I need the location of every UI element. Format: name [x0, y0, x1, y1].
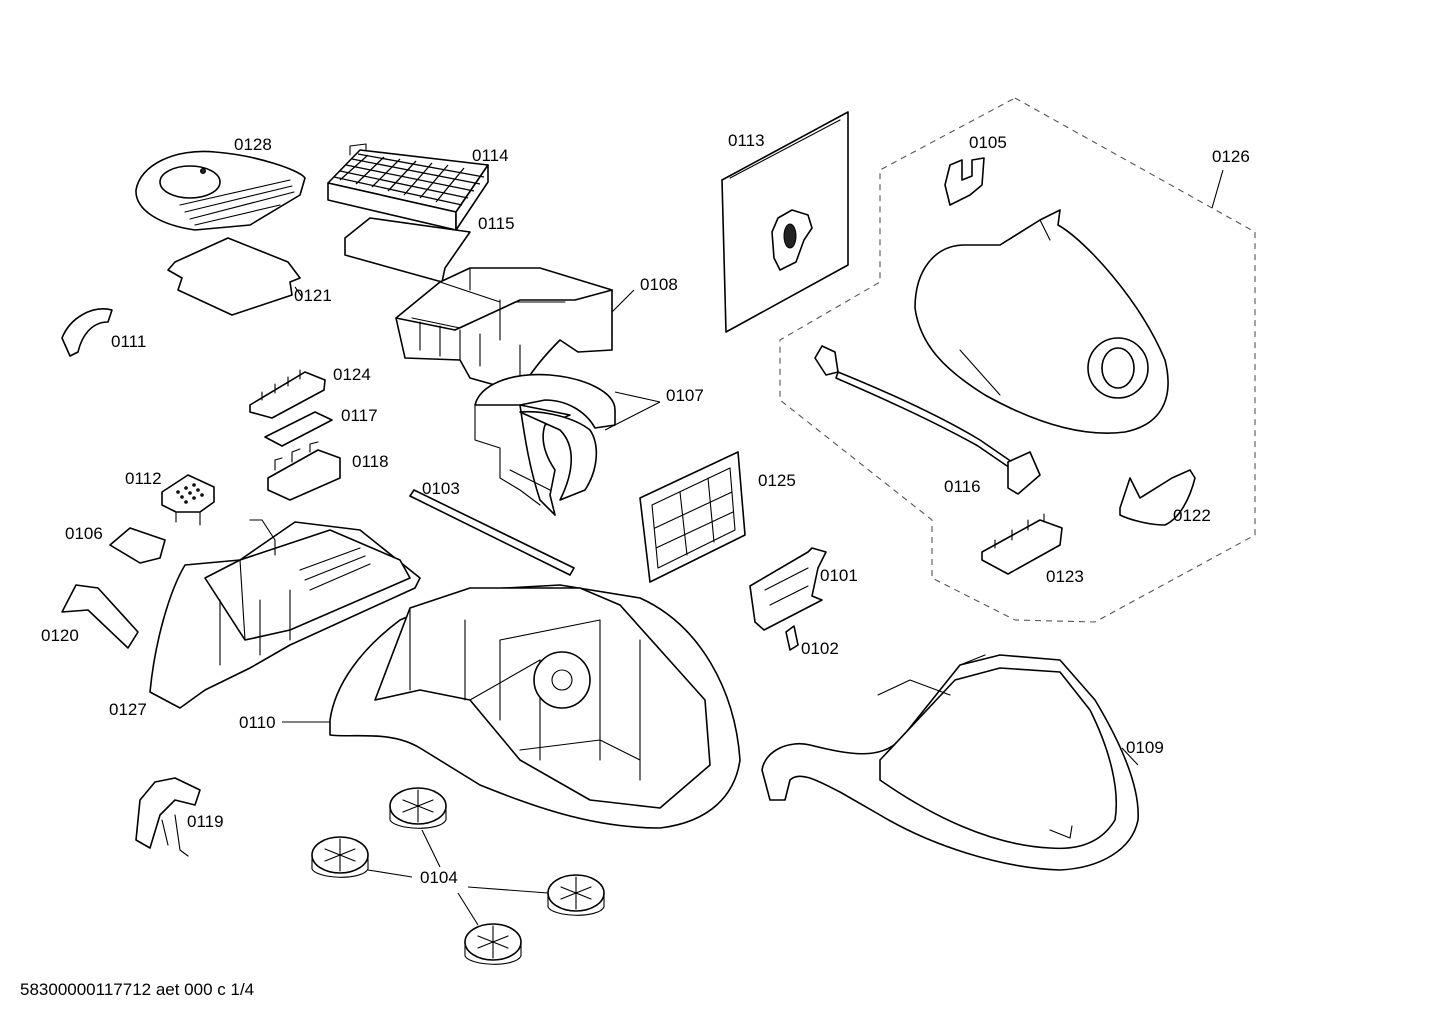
- part-0104-wheel-2: [311, 836, 369, 878]
- part-0108-filter-housing: [395, 267, 613, 393]
- part-0104-wheel-4: [464, 923, 522, 965]
- part-0104-wheel-1: [389, 787, 447, 829]
- part-0125-filter-frame: [639, 451, 746, 583]
- part-0106-indicator: [109, 527, 166, 564]
- part-0119-hose-bracket: [135, 777, 201, 857]
- label-0121: 0121: [294, 286, 332, 305]
- part-0112-grille: [161, 474, 215, 526]
- leader-lines: [282, 169, 1224, 926]
- label-0125: 0125: [758, 471, 796, 490]
- part-labels: 0128 0114 0115 0121 0108 0111 0124 0107 …: [41, 131, 1250, 887]
- label-0124: 0124: [333, 365, 371, 384]
- label-0108: 0108: [640, 275, 678, 294]
- part-0102-clip: [785, 625, 799, 651]
- part-0105-latch: [944, 157, 985, 206]
- part-0111-clip: [61, 308, 113, 357]
- assembly-group-boundary: [779, 97, 1256, 623]
- label-0102: 0102: [801, 639, 839, 658]
- part-0113-dust-bag: [721, 111, 849, 333]
- part-0103-rod: [409, 489, 575, 576]
- part-0120-bracket: [61, 584, 139, 649]
- part-0117-plate: [264, 411, 333, 447]
- label-0118: 0118: [352, 452, 389, 471]
- label-0126: 0126: [1212, 147, 1250, 166]
- part-0115-filter-pad: [344, 217, 471, 283]
- label-0114: 0114: [472, 146, 509, 165]
- label-0110: 0110: [239, 713, 276, 732]
- part-0101-mounting-bracket: [749, 547, 827, 631]
- label-0103: 0103: [422, 479, 460, 498]
- label-0106: 0106: [65, 524, 103, 543]
- label-0123: 0123: [1046, 567, 1084, 586]
- label-0112: 0112: [125, 469, 162, 488]
- part-0126-top-cover: [914, 209, 1169, 434]
- label-0127: 0127: [109, 700, 147, 719]
- part-0114-hepa-filter: [327, 143, 489, 231]
- label-0122: 0122: [1173, 506, 1211, 525]
- part-0116-cable-harness: [814, 345, 1041, 495]
- part-0104-wheel-3: [547, 874, 605, 916]
- part-0107-motor-seal: [474, 373, 616, 516]
- part-0110-base-housing: [329, 584, 741, 829]
- part-0122-latch-cover: [1119, 469, 1196, 526]
- part-0118-switch-block: [267, 441, 341, 501]
- label-0107: 0107: [666, 386, 704, 405]
- label-0120: 0120: [41, 626, 79, 645]
- label-0128: 0128: [234, 135, 272, 154]
- label-0104: 0104: [420, 868, 458, 887]
- label-0116: 0116: [944, 477, 981, 496]
- label-0113: 0113: [728, 131, 765, 150]
- part-0128-handle-grip: [135, 150, 306, 231]
- part-0109-bumper-frame: [761, 654, 1139, 871]
- label-0119: 0119: [187, 812, 224, 831]
- label-0109: 0109: [1126, 738, 1164, 757]
- label-0111: 0111: [111, 332, 146, 351]
- part-0121-cover-sheet: [167, 237, 301, 316]
- label-0117: 0117: [341, 406, 378, 425]
- label-0101: 0101: [820, 566, 858, 585]
- part-0124-switch-strip: [249, 369, 326, 419]
- part-0127-top-housing: [149, 519, 421, 709]
- label-0115: 0115: [478, 214, 515, 233]
- part-0123-button-bar: [981, 513, 1063, 575]
- label-0105: 0105: [969, 133, 1007, 152]
- drawing-id-footer: 58300000117712 aet 000 c 1/4: [20, 980, 255, 999]
